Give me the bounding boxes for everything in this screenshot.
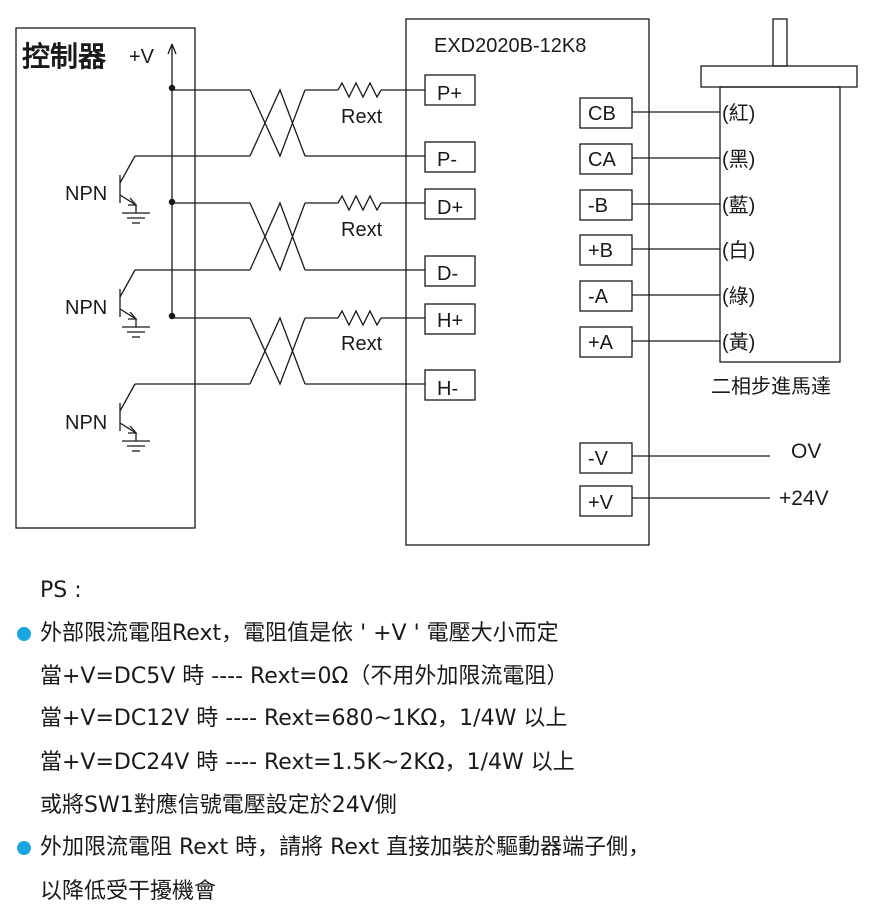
terminal-h-plus: H+: [437, 310, 463, 332]
input-terminal-box: [424, 303, 476, 335]
twisted-pair: [249, 316, 306, 386]
driver-box: [405, 18, 650, 546]
terminal-d-plus: D+: [437, 197, 463, 219]
transistor-collector: [119, 155, 136, 184]
resistor-icon: [337, 309, 382, 327]
bullet-icon: [17, 841, 31, 855]
twisted-pair: [249, 88, 306, 158]
power-zero-label: OV: [791, 440, 821, 463]
wire-color-green: (綠): [722, 285, 755, 308]
motor-label: 二相步進馬達: [711, 375, 831, 398]
wire-color-blue: (藍): [722, 194, 755, 217]
terminal-h-minus: H-: [437, 378, 458, 400]
terminal-ca: CA: [588, 149, 616, 171]
controller-title: 控制器: [22, 41, 107, 72]
note-line-1: 外部限流電阻Rext，電阻值是依 ' +V ' 電壓大小而定: [40, 621, 559, 646]
terminal-b-plus: +B: [588, 240, 613, 262]
transistor-emitter: [119, 194, 137, 206]
driver-model: EXD2020B-12K8: [434, 35, 586, 57]
motor-terminal-box: [579, 280, 633, 312]
npn-label-2: NPN: [65, 297, 107, 319]
wiring-diagram: 控制器 +V NPN NPN NPN Rext Rext Rext EXD202…: [15, 18, 858, 546]
rext-label-3: Rext: [341, 333, 383, 355]
transistor-collector: [119, 269, 136, 298]
motor-shaft: [772, 18, 788, 67]
terminal-v-plus: +V: [588, 492, 614, 514]
rext-label-2: Rext: [341, 219, 383, 241]
motor-terminal-box: [579, 143, 633, 175]
terminal-v-minus: -V: [588, 448, 609, 470]
npn-label-1: NPN: [65, 183, 107, 205]
resistor-icon: [337, 194, 382, 212]
transistor-collector: [119, 383, 136, 412]
note-line-5: 或將SW1對應信號電壓設定於24V側: [40, 793, 397, 818]
npn-label-3: NPN: [65, 412, 107, 434]
rext-label-1: Rext: [341, 106, 383, 128]
terminal-a-minus: -A: [588, 286, 609, 308]
note-line-4: 當+V=DC24V 時 ---- Rext=1.5K~2KΩ，1/4W 以上: [40, 750, 575, 775]
input-terminal-box: [424, 255, 476, 287]
note-line-7: 以降低受干擾機會: [40, 879, 217, 904]
terminal-p-minus: P-: [437, 149, 457, 171]
junction-dot: [168, 198, 176, 206]
input-terminal-box: [424, 141, 476, 173]
input-terminal-box: [424, 188, 476, 220]
wire-color-white: (白): [722, 239, 755, 262]
note-line-3: 當+V=DC12V 時 ---- Rext=680~1KΩ，1/4W 以上: [40, 706, 568, 731]
terminal-d-minus: D-: [437, 263, 458, 285]
motor-terminal-box: [579, 234, 633, 266]
terminal-cb: CB: [588, 103, 616, 125]
motor-terminal-box: [579, 189, 633, 221]
terminal-p-plus: P+: [437, 83, 462, 105]
note-line-6: 外加限流電阻 Rext 時，請將 Rext 直接加裝於驅動器端子側，: [40, 835, 651, 860]
transistor-emitter: [119, 422, 137, 434]
notes-ps: PS :: [40, 578, 82, 603]
bullet-icon: [17, 627, 31, 641]
controller-supply-label: +V: [129, 46, 155, 68]
power-terminal-box: [579, 485, 633, 517]
transistor-emitter: [119, 308, 137, 320]
motor-body: [719, 86, 841, 363]
motor-terminal-box: [579, 97, 633, 129]
power-24v-label: +24V: [779, 487, 829, 510]
wire-color-red: (紅): [722, 102, 755, 125]
motor-terminal-box: [579, 326, 633, 358]
wire-color-yellow: (黃): [722, 331, 755, 354]
terminal-b-minus: -B: [588, 195, 608, 217]
twisted-pair: [249, 201, 306, 272]
motor-flange: [700, 65, 858, 88]
power-terminal-box: [579, 442, 633, 474]
input-terminal-box: [424, 74, 476, 106]
input-terminal-box: [424, 369, 476, 401]
controller-box: [15, 27, 196, 529]
resistor-icon: [337, 81, 382, 99]
terminal-a-plus: +A: [588, 332, 614, 354]
note-line-2: 當+V=DC5V 時 ---- Rext=0Ω（不用外加限流電阻）: [40, 664, 569, 689]
wire-color-black: (黑): [722, 149, 755, 171]
supply-arrow-icon: [167, 43, 177, 55]
